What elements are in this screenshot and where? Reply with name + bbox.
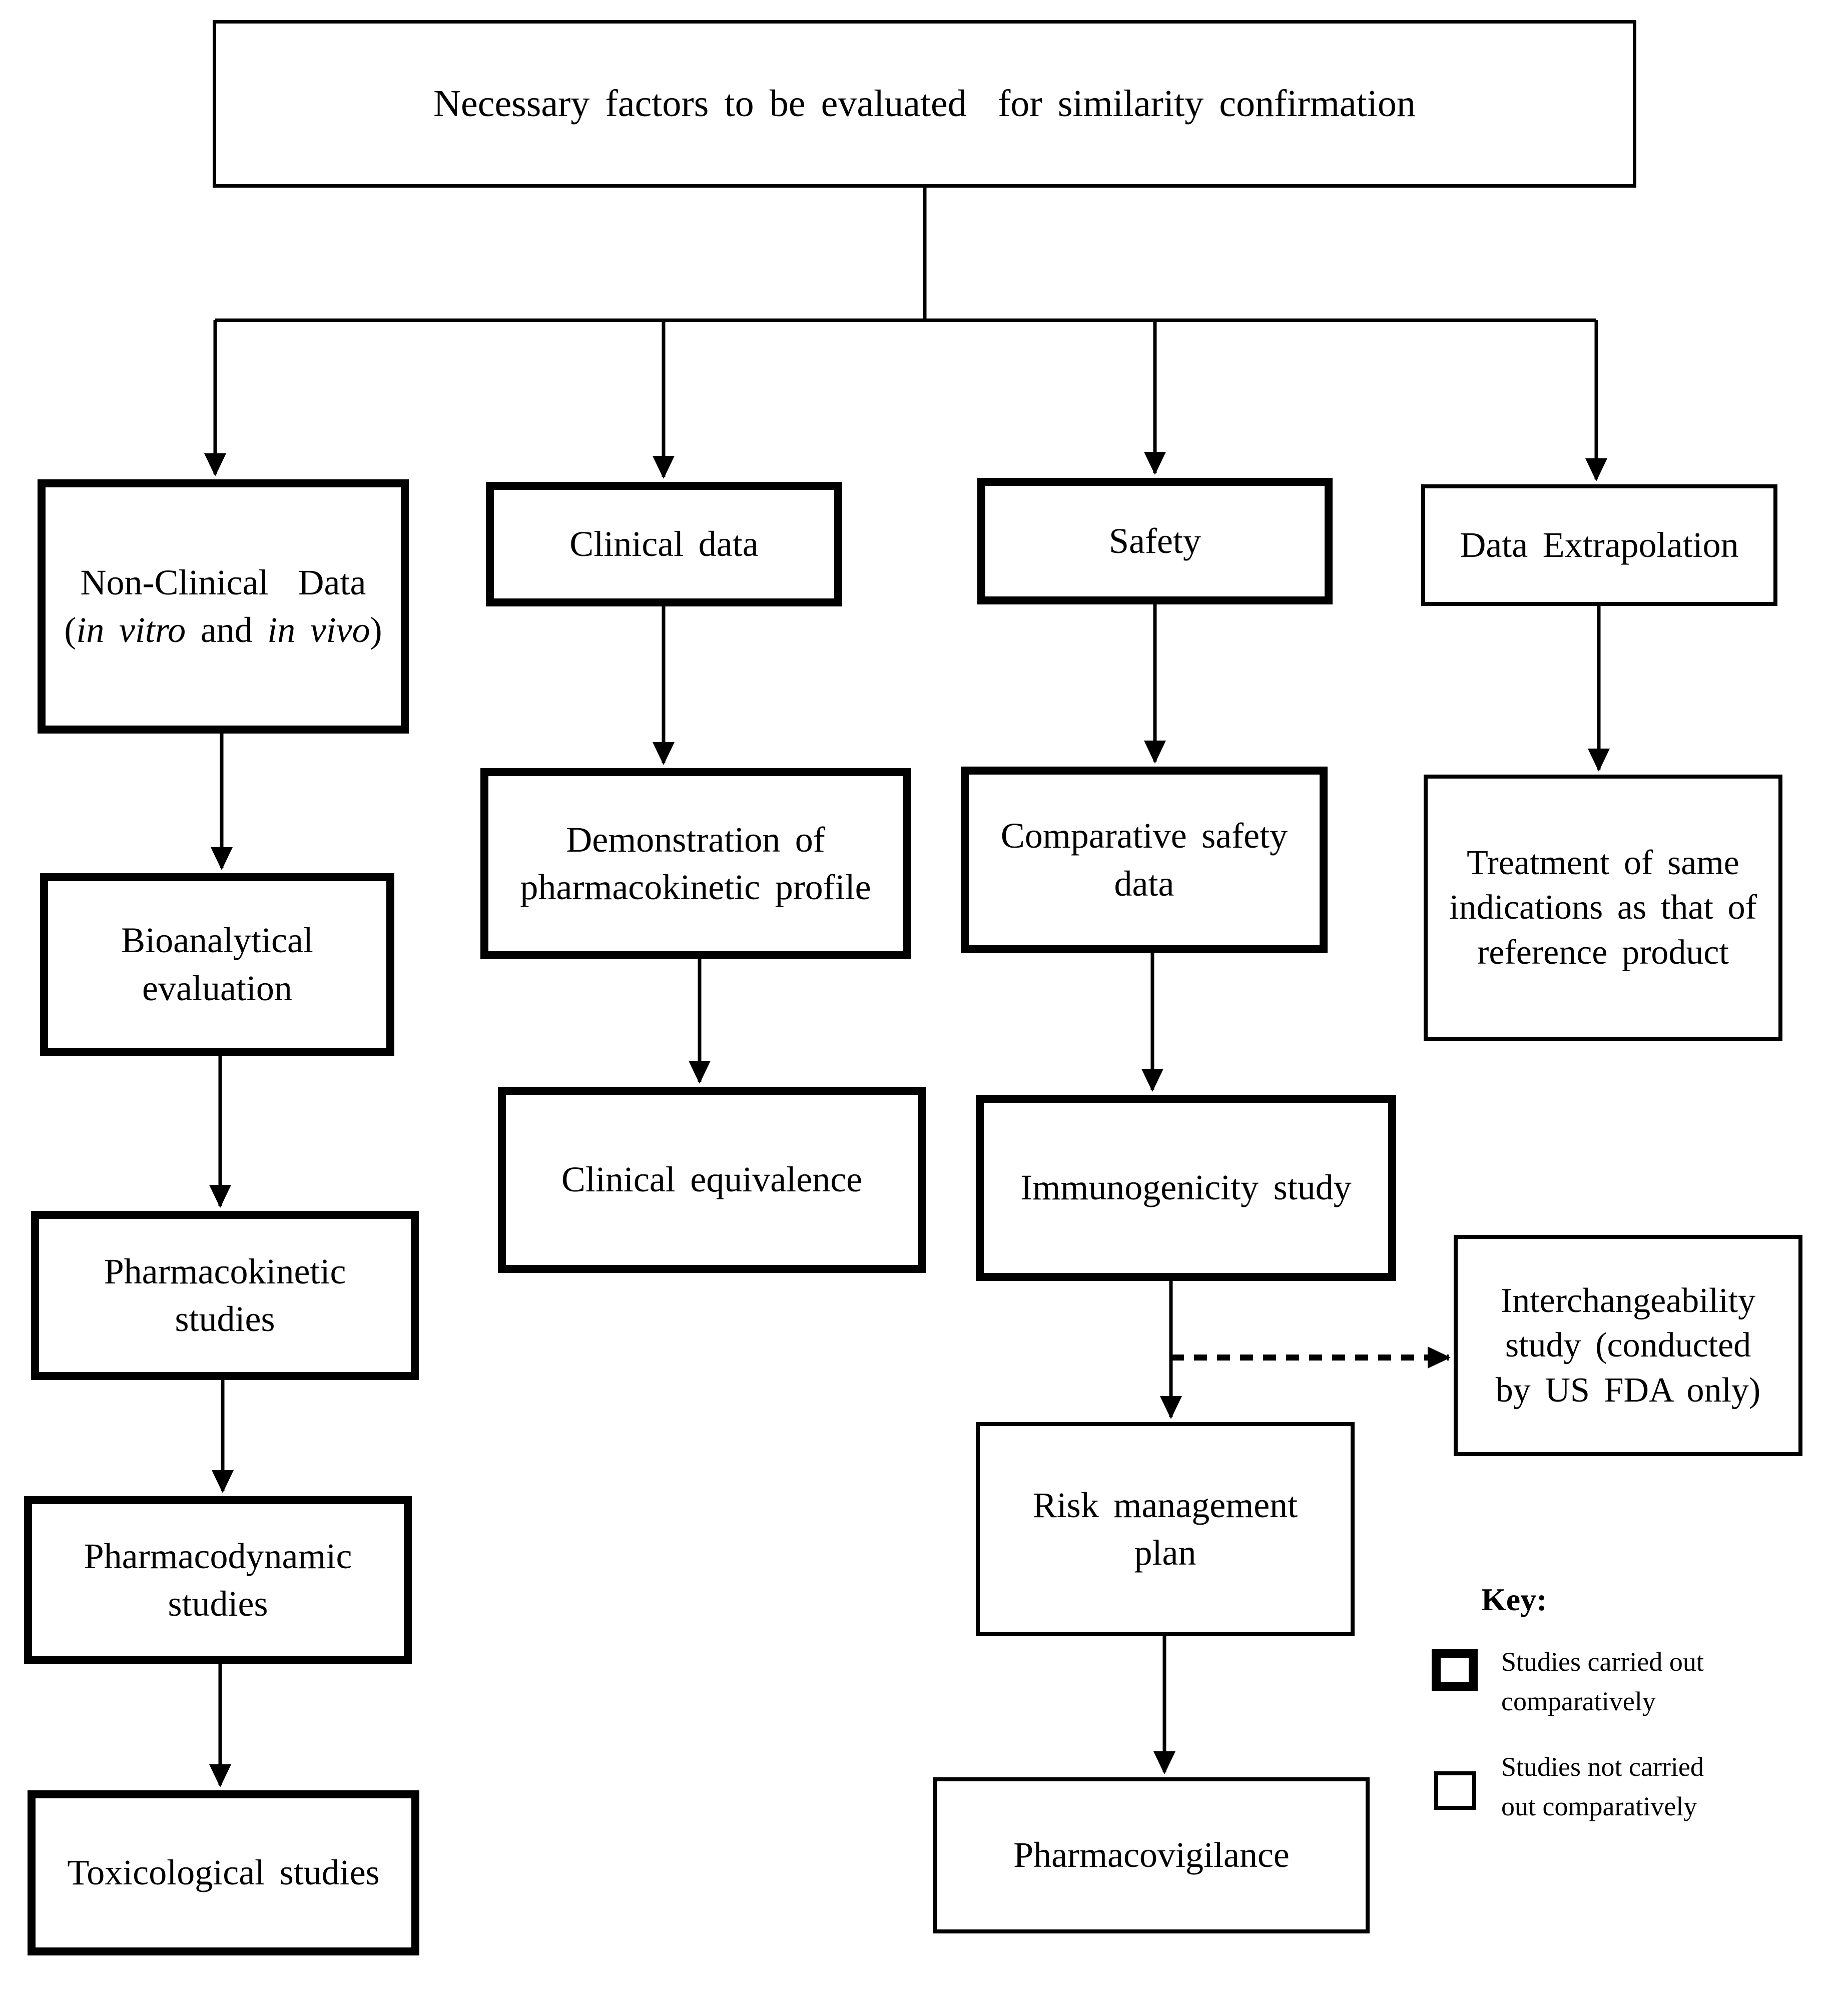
node-demonstration-pharmacokinetic-profile: Demonstration of pharmacokinetic profile: [480, 768, 911, 959]
node-label: Safety: [1109, 520, 1201, 561]
node-label: plan: [1134, 1533, 1196, 1573]
node-label: Clinical data: [569, 523, 759, 564]
node-non-clinical-data: Non-Clinical Data (in vitro and in vivo): [38, 479, 409, 734]
node-label: Immunogenicity study: [1020, 1167, 1352, 1208]
page-title: Necessary factors to be evaluated for si…: [433, 83, 1416, 125]
node-label: Non-Clinical Data: [80, 562, 366, 602]
node-pharmacokinetic-studies: Pharmacokinetic studies: [31, 1211, 419, 1380]
node-comparative-safety-data: Comparative safety data: [961, 767, 1328, 953]
key-title: Key:: [1481, 1582, 1547, 1617]
node-toxicological-studies: Toxicological studies: [28, 1790, 419, 1955]
node-label: by US FDA only): [1495, 1371, 1761, 1410]
italic-in-vitro: in vitro: [76, 610, 186, 650]
node-data-extrapolation: Data Extrapolation: [1421, 484, 1777, 606]
node-label: Risk management: [1032, 1485, 1298, 1525]
node-label: reference product: [1477, 933, 1729, 972]
title-box: Necessary factors to be evaluated for si…: [213, 20, 1636, 188]
node-label: Bioanalytical: [121, 920, 313, 961]
paren-close: ): [370, 610, 382, 650]
key-item-label: Studies carried out: [1501, 1647, 1704, 1677]
node-label: Demonstration of: [566, 819, 825, 860]
node-immunogenicity-study: Immunogenicity study: [976, 1095, 1396, 1281]
node-label: Comparative safety: [1000, 816, 1288, 856]
node-label: evaluation: [142, 968, 292, 1008]
node-label: Data Extrapolation: [1460, 524, 1739, 565]
node-interchangeability-study: Interchangeability study (conducted by U…: [1454, 1235, 1802, 1456]
node-label: Toxicological studies: [67, 1852, 380, 1893]
node-label: data: [1114, 863, 1174, 904]
key-item-label: Studies not carried: [1501, 1752, 1704, 1782]
node-label: study (conducted: [1505, 1326, 1751, 1365]
node-label: indications as that of: [1449, 888, 1757, 927]
node-label: Interchangeability: [1500, 1281, 1756, 1320]
node-pharmacovigilance: Pharmacovigilance: [933, 1777, 1370, 1933]
node-label: Pharmacovigilance: [1013, 1835, 1290, 1875]
key-item-label: comparatively: [1501, 1686, 1656, 1716]
key-swatch-thick-border: [1432, 1649, 1478, 1691]
key-item-not-comparative: Studies not carried out comparatively: [1501, 1747, 1704, 1826]
node-label: Treatment of same: [1467, 843, 1739, 882]
italic-in-vivo: in vivo: [267, 610, 370, 650]
node-treatment-same-indications: Treatment of same indications as that of…: [1424, 775, 1782, 1041]
node-clinical-equivalence: Clinical equivalence: [498, 1087, 926, 1273]
node-clinical-data: Clinical data: [486, 482, 842, 606]
node-risk-management-plan: Risk management plan: [976, 1422, 1355, 1636]
node-safety: Safety: [977, 478, 1333, 604]
node-label: Pharmacokinetic: [104, 1251, 346, 1291]
node-label-sub: (in vitro and in vivo): [64, 606, 382, 654]
node-label: Clinical equivalence: [561, 1159, 863, 1200]
node-label: studies: [168, 1584, 268, 1624]
and-text: and: [186, 610, 268, 650]
node-bioanalytical-evaluation: Bioanalytical evaluation: [40, 873, 394, 1056]
node-label: pharmacokinetic profile: [520, 867, 871, 907]
key-item-label: out comparatively: [1501, 1791, 1697, 1821]
key-item-comparative: Studies carried out comparatively: [1501, 1642, 1704, 1721]
key-swatch-thin-border: [1434, 1771, 1476, 1810]
node-label: studies: [175, 1299, 275, 1339]
node-pharmacodynamic-studies: Pharmacodynamic studies: [24, 1496, 412, 1664]
paren-open: (: [64, 610, 77, 650]
node-label: Pharmacodynamic: [84, 1536, 352, 1576]
